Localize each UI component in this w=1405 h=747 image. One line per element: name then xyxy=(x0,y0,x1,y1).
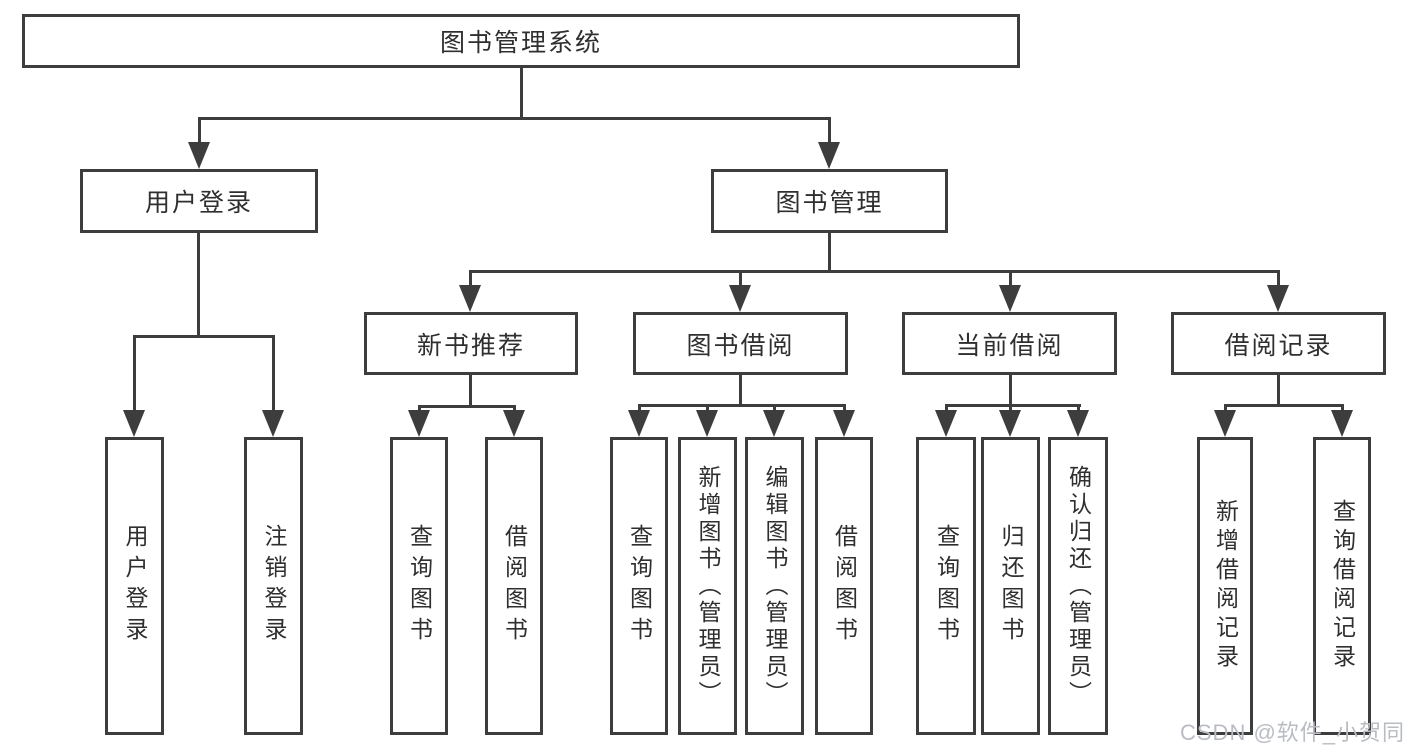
connector-arrow-down xyxy=(262,335,284,437)
node-user-login: 用户登录 xyxy=(80,169,318,233)
connector-arrow-down xyxy=(1067,404,1089,437)
connector-arrow-down xyxy=(1267,270,1289,312)
connector-arrow-down xyxy=(1331,404,1353,437)
connector-line xyxy=(197,233,200,337)
connector-arrow-down xyxy=(818,117,840,169)
leaf-newbook-borrow: 借阅图书 xyxy=(485,437,543,735)
connector-line xyxy=(470,270,1280,273)
connector-line xyxy=(419,405,515,408)
leaf-newbook-query: 查询图书 xyxy=(390,437,448,735)
connector-arrow-down xyxy=(503,405,525,437)
connector-line xyxy=(198,117,831,120)
watermark: CSDN @软件_小贺同学 xyxy=(1180,720,1405,745)
connector-arrow-down xyxy=(999,404,1021,437)
leaf-current-query: 查询图书 xyxy=(916,437,976,735)
connector-line xyxy=(739,375,742,406)
node-book-mgmt: 图书管理 xyxy=(711,169,948,233)
connector-line xyxy=(1277,375,1280,406)
connector-line xyxy=(520,68,523,119)
node-root: 图书管理系统 xyxy=(22,14,1020,68)
connector-line xyxy=(1225,404,1342,407)
connector-arrow-down xyxy=(408,405,430,437)
connector-arrow-down xyxy=(1214,404,1236,437)
connector-arrow-down xyxy=(729,270,751,312)
connector-line xyxy=(946,404,1081,407)
leaf-borrow-edit-admin: 编辑图书（管理员） xyxy=(745,437,804,735)
leaf-borrow-add-admin: 新增图书（管理员） xyxy=(678,437,737,735)
leaf-logout: 注销登录 xyxy=(244,437,303,735)
leaf-current-confirm-admin: 确认归还（管理员） xyxy=(1048,437,1108,735)
connector-arrow-down xyxy=(459,270,481,312)
node-new-book: 新书推荐 xyxy=(364,312,578,375)
connector-line xyxy=(828,233,831,273)
connector-arrow-down xyxy=(935,404,957,437)
connector-arrow-down xyxy=(188,117,210,169)
connector-arrow-down xyxy=(833,404,855,437)
connector-line xyxy=(469,375,472,407)
connector-arrow-down xyxy=(123,335,145,437)
leaf-current-return: 归还图书 xyxy=(981,437,1040,735)
connector-arrow-down xyxy=(696,404,718,437)
connector-line xyxy=(134,335,275,338)
node-book-borrow: 图书借阅 xyxy=(633,312,848,375)
leaf-borrow-query: 查询图书 xyxy=(610,437,668,735)
connector-line xyxy=(639,404,844,407)
connector-arrow-down xyxy=(628,404,650,437)
connector-arrow-down xyxy=(763,404,785,437)
connector-arrow-down xyxy=(999,270,1021,312)
leaf-record-add: 新增借阅记录 xyxy=(1197,437,1253,735)
leaf-user-login: 用户登录 xyxy=(105,437,164,735)
leaf-borrow-borrow: 借阅图书 xyxy=(815,437,873,735)
leaf-record-query: 查询借阅记录 xyxy=(1313,437,1371,735)
node-current-borrow: 当前借阅 xyxy=(902,312,1117,375)
connector-line xyxy=(1009,375,1012,406)
node-borrow-record: 借阅记录 xyxy=(1171,312,1386,375)
